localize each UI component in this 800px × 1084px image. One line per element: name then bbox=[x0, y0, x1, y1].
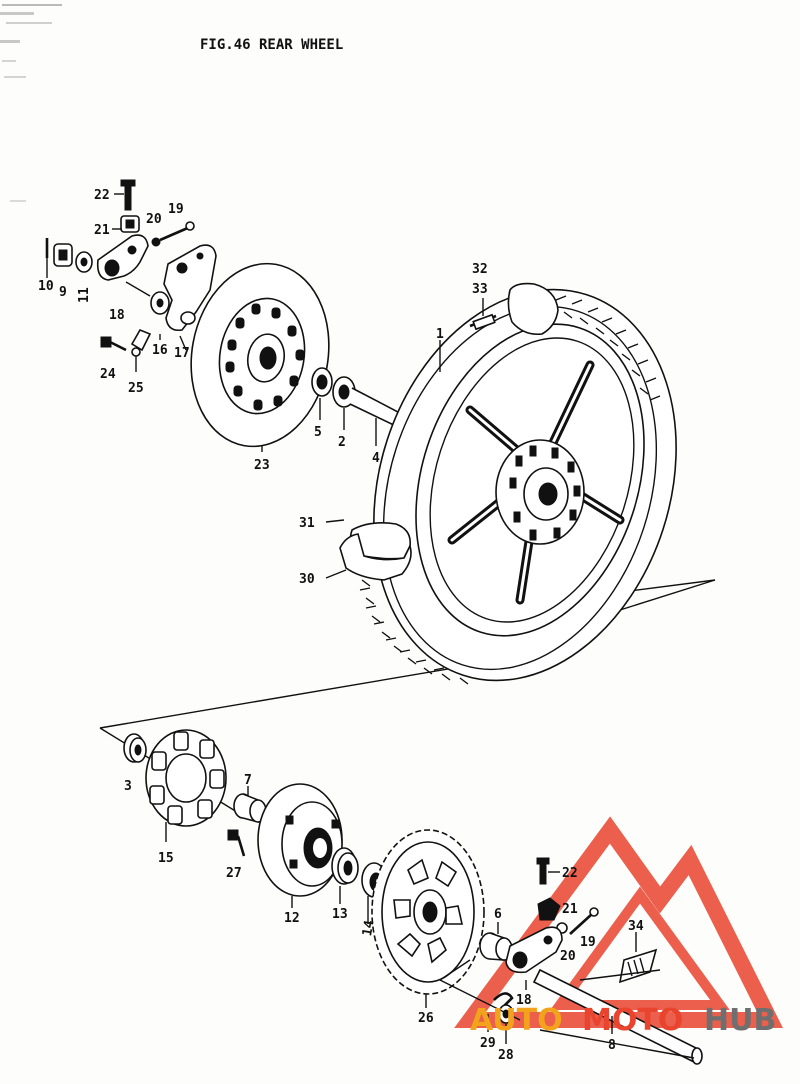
label-10: 10 bbox=[38, 279, 54, 294]
label-30: 30 bbox=[299, 572, 315, 587]
watermark-text: AUTO MOTO HUB bbox=[470, 1003, 776, 1038]
axle-line-upper-2 bbox=[619, 579, 716, 611]
label-8: 8 bbox=[608, 1038, 616, 1053]
label-20: 20 bbox=[146, 212, 162, 227]
callout-labels: 22 21 20 19 10 9 11 18 16 17 24 25 23 5 … bbox=[38, 188, 644, 1063]
part-15-cush-rubber bbox=[145, 729, 227, 827]
watermark-hub: HUB bbox=[704, 1003, 776, 1038]
label-29: 29 bbox=[480, 1036, 496, 1051]
label-21: 21 bbox=[94, 223, 110, 238]
part-22-bolt bbox=[120, 179, 136, 211]
part-13-bearing bbox=[331, 847, 359, 885]
rear-wheel-assembly bbox=[355, 288, 677, 685]
part-24-bolt bbox=[100, 336, 127, 352]
figure-title: FIG.46 REAR WHEEL bbox=[200, 37, 343, 53]
part-22-bolt-lower bbox=[536, 857, 550, 885]
label-18-lower: 18 bbox=[516, 993, 532, 1008]
part-19-bolt bbox=[159, 221, 195, 242]
label-14: 14 bbox=[360, 919, 378, 937]
label-28: 28 bbox=[498, 1048, 514, 1063]
label-3: 3 bbox=[124, 779, 132, 794]
label-16: 16 bbox=[152, 343, 168, 358]
part-28-nut bbox=[498, 1004, 514, 1024]
label-21-lower: 21 bbox=[562, 902, 578, 917]
label-25: 25 bbox=[128, 381, 144, 396]
label-24: 24 bbox=[100, 367, 116, 382]
label-19: 19 bbox=[168, 202, 184, 217]
part-18-chain-adjuster bbox=[96, 234, 149, 281]
part-2-bearing bbox=[332, 376, 356, 408]
part-20-washer bbox=[151, 237, 161, 247]
label-7: 7 bbox=[244, 773, 252, 788]
part-32-valve bbox=[469, 313, 497, 331]
label-20-lower: 20 bbox=[560, 949, 576, 964]
part-29-cotter-pin bbox=[493, 992, 514, 1013]
part-3-bearing bbox=[123, 733, 147, 763]
watermark-auto: AUTO bbox=[470, 1003, 563, 1038]
label-6: 6 bbox=[494, 907, 502, 922]
label-15: 15 bbox=[158, 851, 174, 866]
label-9: 9 bbox=[59, 285, 67, 300]
part-30-tire-section bbox=[339, 533, 412, 581]
part-17-caliper-bracket bbox=[163, 244, 217, 332]
part-18-adjuster-lower bbox=[505, 926, 563, 974]
label-34: 34 bbox=[628, 919, 644, 934]
part-16-spacer bbox=[150, 291, 170, 315]
label-23: 23 bbox=[254, 458, 270, 473]
label-2: 2 bbox=[338, 435, 346, 450]
part-33-tube-section bbox=[507, 282, 559, 336]
label-17: 17 bbox=[174, 346, 190, 361]
label-19-lower: 19 bbox=[580, 935, 596, 950]
part-21-nut-lower bbox=[537, 897, 561, 921]
part-12-sprocket-mount-drum bbox=[257, 783, 344, 897]
label-32: 32 bbox=[472, 262, 488, 277]
label-33: 33 bbox=[472, 282, 488, 297]
part-23-brake-disc bbox=[190, 262, 330, 448]
label-11: 11 bbox=[77, 287, 92, 303]
label-1: 1 bbox=[436, 327, 444, 342]
label-5: 5 bbox=[314, 425, 322, 440]
label-27: 27 bbox=[226, 866, 242, 881]
watermark-logo bbox=[454, 816, 783, 1028]
label-4: 4 bbox=[372, 451, 380, 466]
part-19-bolt-lower bbox=[569, 907, 599, 935]
label-26: 26 bbox=[418, 1011, 434, 1026]
part-27-bolt bbox=[227, 829, 246, 857]
part-8-axle bbox=[532, 968, 703, 1065]
part-26-rear-sprocket bbox=[371, 829, 485, 995]
part-34-label bbox=[618, 948, 658, 984]
label-22-lower: 22 bbox=[562, 866, 578, 881]
scan-noise bbox=[0, 4, 62, 202]
part-25-clip bbox=[130, 328, 152, 372]
label-13: 13 bbox=[332, 907, 348, 922]
label-12: 12 bbox=[284, 911, 300, 926]
part-6-spacer bbox=[479, 932, 513, 961]
label-22: 22 bbox=[94, 188, 110, 203]
part-9-nut bbox=[53, 243, 73, 267]
watermark-moto: MOTO bbox=[582, 1003, 683, 1038]
part-21-nut bbox=[120, 215, 140, 233]
label-18: 18 bbox=[109, 308, 125, 323]
label-31: 31 bbox=[299, 516, 315, 531]
part-5-oil-seal bbox=[311, 367, 333, 397]
